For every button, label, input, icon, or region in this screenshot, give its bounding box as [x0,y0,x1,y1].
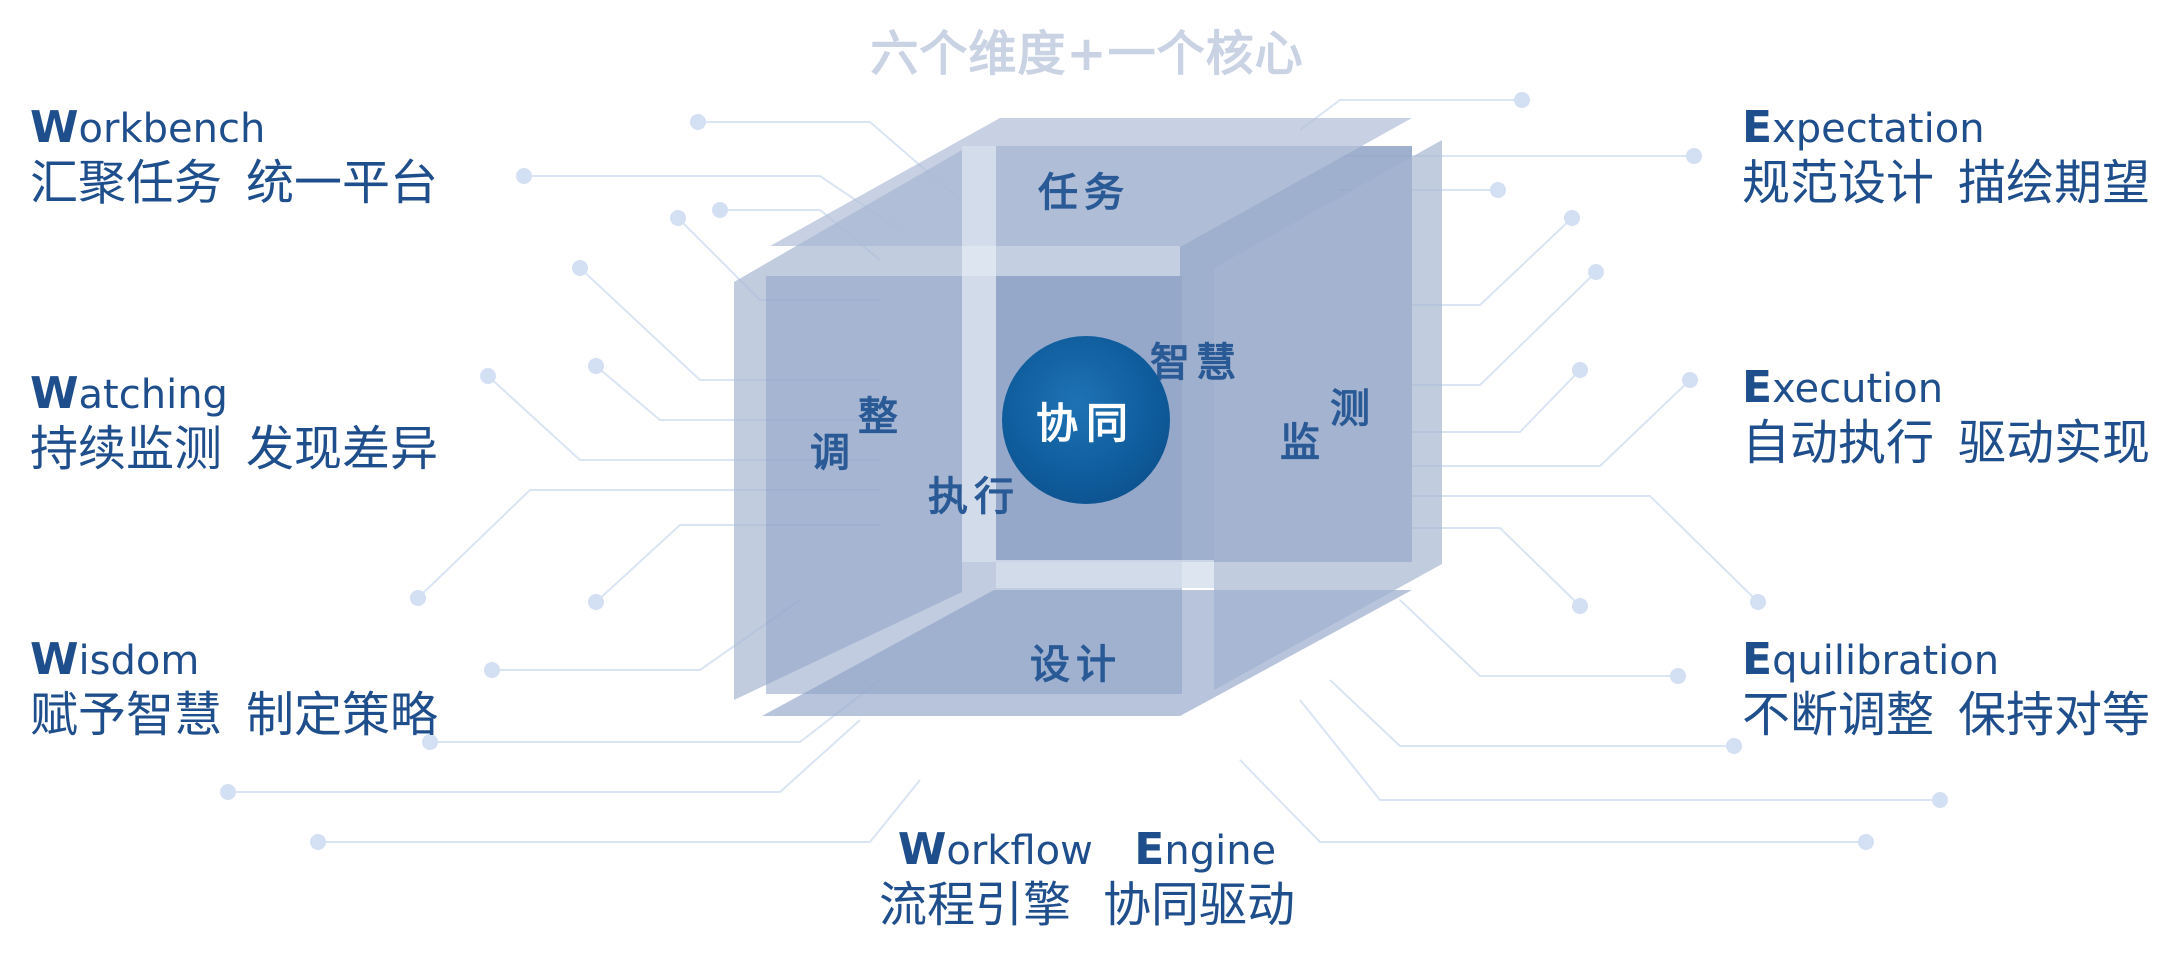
circuit-node [588,358,604,374]
circuit-node [1564,210,1580,226]
circuit-node [1490,182,1506,198]
circuit-node [310,834,326,850]
cube-label-adjust-b: 整 [858,394,904,440]
right-item-execution: Execution 自动执行驱动实现 [1742,364,2150,473]
cube-right-face [1214,140,1442,690]
left-item-watching: Watching 持续监测发现差异 [30,370,438,479]
item-chinese-label: 自动执行驱动实现 [1742,415,2151,471]
item-english-label: Equilibration [1742,634,2000,685]
item-chinese-label: 流程引擎协同驱动 [878,877,1296,933]
circuit-node [690,114,706,130]
circuit-trace [318,779,921,843]
circuit-node [1750,594,1766,610]
cube-frame-bar [962,246,1180,276]
item-chinese-label: 持续监测发现差异 [30,421,439,477]
core-label: 协同 [1035,398,1136,448]
cube-label-task: 任务 [1038,170,1130,216]
item-english-label: Wisdom [30,634,200,685]
circuit-node [480,368,496,384]
cube-label-wisdom: 智慧 [1150,340,1242,386]
cube-label-execute: 执行 [928,474,1020,520]
diagram-title: 六个维度+一个核心 [870,26,1304,82]
item-english-label: Execution [1742,362,1944,413]
item-english-label: Watching [30,368,228,419]
circuit-node [422,734,438,750]
circuit-node [1572,598,1588,614]
circuit-node [588,594,604,610]
circuit-node [572,260,588,276]
circuit-node [1932,792,1948,808]
circuit-node [1682,372,1698,388]
item-chinese-label: 汇聚任务统一平台 [30,155,439,211]
circuit-trace [1399,599,1678,677]
cube-frame-bar [962,146,996,562]
circuit-node [1686,148,1702,164]
circuit-trace [1329,679,1734,747]
circuit-trace [1380,379,1691,467]
circuit-trace [1239,759,1866,843]
core-circle: 协同 [1002,336,1170,504]
left-item-workbench: Workbench 汇聚任务统一平台 [30,104,438,213]
cube-label-monitor-a: 监 [1280,420,1326,466]
circuit-node [712,202,728,218]
circuit-node [1572,362,1588,378]
cube-label-adjust-a: 调 [810,430,856,476]
item-english-label: Workflow Engine [897,824,1277,875]
circuit-node [1726,738,1742,754]
circuit-node [484,662,500,678]
cube-label-design: 设计 [1030,642,1122,688]
item-english-label: Expectation [1742,102,1985,153]
circuit-trace [1299,699,1940,801]
cube-frame-bar [996,560,1214,588]
circuit-node [516,168,532,184]
item-chinese-label: 规范设计描绘期望 [1742,155,2151,211]
circuit-node [410,590,426,606]
circuit-node [1670,668,1686,684]
left-item-wisdom: Wisdom 赋予智慧制定策略 [30,636,438,745]
item-chinese-label: 赋予智慧制定策略 [30,687,439,743]
item-english-label: Workbench [30,102,266,153]
circuit-node [220,784,236,800]
circuit-trace [1380,495,1759,603]
circuit-trace [228,719,861,793]
right-item-expectation: Expectation 规范设计描绘期望 [1742,104,2150,213]
item-chinese-label: 不断调整保持对等 [1742,687,2151,743]
bottom-item-workflow-engine: Workflow Engine 流程引擎协同驱动 [0,826,2174,935]
circuit-node [1858,834,1874,850]
cube-label-monitor-b: 测 [1330,386,1376,432]
right-item-equilibration: Equilibration 不断调整保持对等 [1742,636,2150,745]
circuit-node [1514,92,1530,108]
circuit-node [1588,264,1604,280]
circuit-node [670,210,686,226]
